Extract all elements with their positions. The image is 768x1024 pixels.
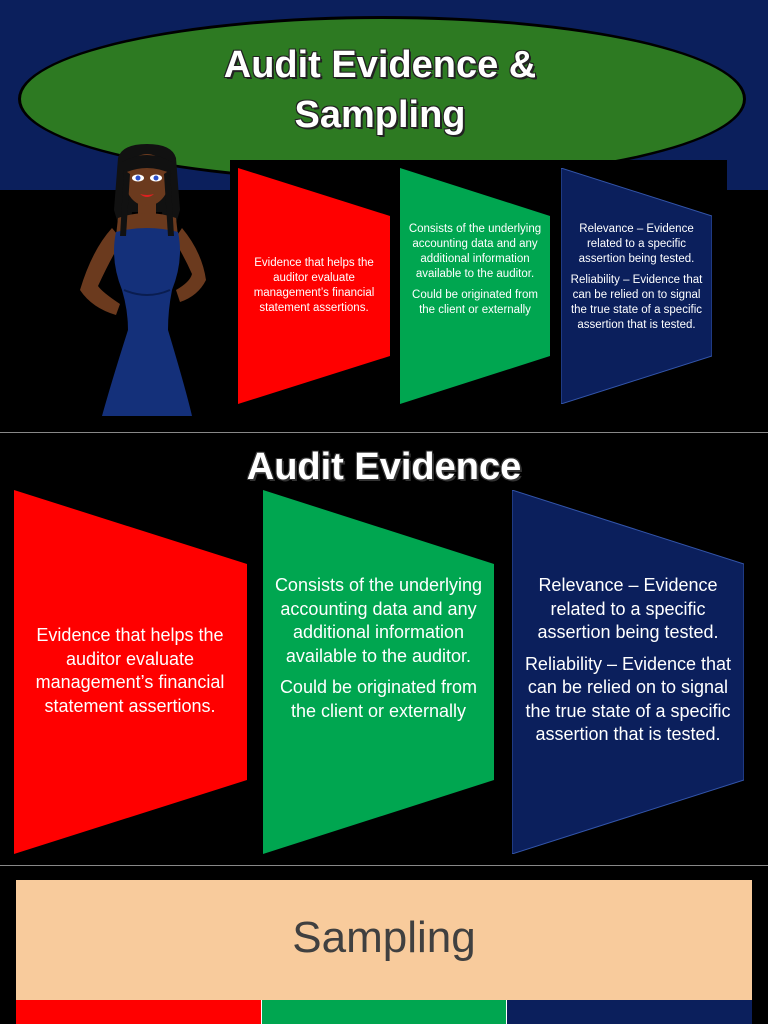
green-card-shape <box>400 168 550 404</box>
card-red-text: Evidence that helps the auditor evaluate… <box>35 625 225 716</box>
card-green-text-2: Could be originated from the client or e… <box>412 289 538 316</box>
slide-title: Audit Evidence & Sampling <box>0 0 768 432</box>
card-green-text-1: Consists of the underlying accounting da… <box>274 575 483 666</box>
evidence-definition-card-small: Evidence that helps the auditor evaluate… <box>238 168 390 404</box>
slide-sampling: Sampling <box>0 866 768 1024</box>
evidence-qualities-card-small: Relevance – Evidence related to a specif… <box>561 168 712 404</box>
title-line-2: Sampling <box>294 94 466 136</box>
card-navy-text-2: Reliability – Evidence that can be relie… <box>570 274 703 331</box>
sampling-heading: Sampling <box>292 913 476 962</box>
navy-strip <box>506 1000 752 1024</box>
woman-in-blue-gown-illustration <box>80 144 206 416</box>
green-card-shape <box>263 490 494 854</box>
slide-divider <box>0 865 768 866</box>
slide-divider <box>0 432 768 433</box>
evidence-composition-card-small: Consists of the underlying accounting da… <box>400 168 550 404</box>
card-green-text-1: Consists of the underlying accounting da… <box>408 223 542 280</box>
title-line-1: Audit Evidence & <box>223 44 537 86</box>
slide-audit-evidence: Audit Evidence Evidence that helps the a… <box>0 434 768 864</box>
card-backdrop <box>230 160 727 190</box>
card-navy-text-1: Relevance – Evidence related to a specif… <box>537 575 719 642</box>
strip-separator <box>261 1000 262 1024</box>
card-navy-text-2: Reliability – Evidence that can be relie… <box>524 653 732 745</box>
red-strip <box>16 1000 261 1024</box>
green-strip <box>261 1000 506 1024</box>
strip-separator <box>506 1000 507 1024</box>
evidence-qualities-card: Relevance – Evidence related to a specif… <box>512 490 744 854</box>
evidence-definition-card: Evidence that helps the auditor evaluate… <box>14 490 247 854</box>
evidence-composition-card: Consists of the underlying accounting da… <box>263 490 494 854</box>
navy-card-shape <box>512 490 744 854</box>
sampling-title-panel: Sampling <box>16 880 752 1002</box>
navy-card-shape <box>561 168 712 404</box>
slide-title-heading: Audit Evidence & Sampling <box>120 40 640 140</box>
card-navy-text-1: Relevance – Evidence related to a specif… <box>578 223 695 265</box>
slide-heading: Audit Evidence <box>246 446 522 488</box>
red-card-shape <box>14 490 247 854</box>
card-red-text: Evidence that helps the auditor evaluate… <box>253 257 375 314</box>
red-card-shape <box>238 168 390 404</box>
card-green-text-2: Could be originated from the client or e… <box>279 677 478 721</box>
